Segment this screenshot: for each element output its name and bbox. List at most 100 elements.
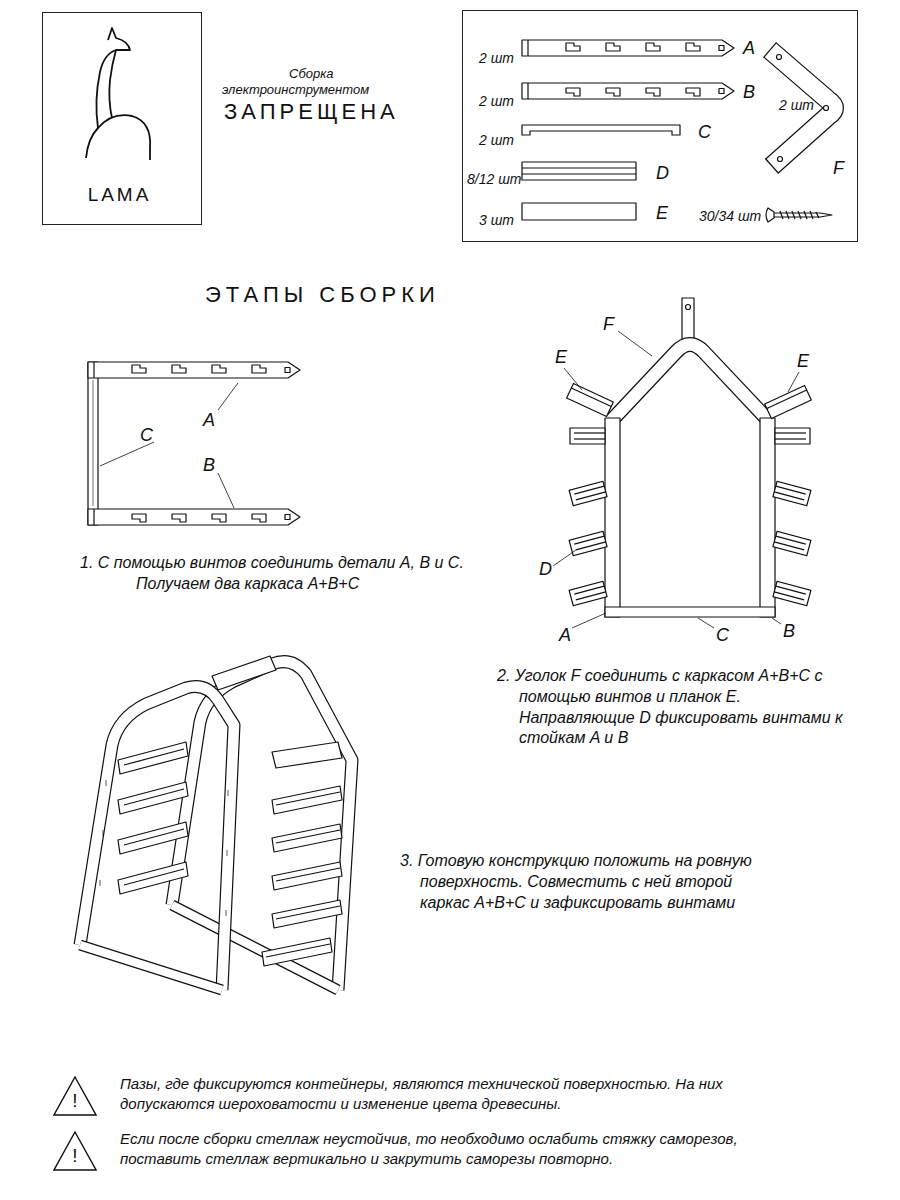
- step2-frame: [775, 432, 806, 433]
- part-letter: F: [603, 313, 614, 336]
- step3-assembly: [172, 662, 352, 990]
- part-f-drawing: [770, 50, 834, 166]
- part-letter: C: [140, 424, 153, 447]
- step1-frame: [93, 380, 94, 506]
- part-e-drawing: [522, 203, 636, 220]
- text-holder: E: [555, 346, 567, 369]
- step2-frame: [569, 581, 607, 606]
- leader-line: [218, 383, 238, 410]
- step2-frame: [774, 592, 804, 600]
- leader-line: [772, 618, 781, 624]
- step2-frame: [576, 492, 606, 500]
- step3-assembly: [272, 862, 342, 890]
- quantity: 2 шт: [779, 96, 814, 114]
- quantity: 2 шт: [479, 131, 514, 149]
- step1-frame: [88, 362, 300, 525]
- step2-frame: [612, 345, 768, 421]
- screw-drawing: [766, 208, 774, 222]
- step2-frame: [569, 481, 607, 506]
- leader-line: [100, 383, 238, 508]
- text-holder: D: [656, 162, 669, 185]
- step3-assembly: [276, 830, 340, 843]
- text-holder: F: [833, 157, 844, 180]
- part-d-drawing: [522, 162, 636, 180]
- title-holder: ЭТАПЫ СБОРКИ: [205, 281, 440, 310]
- part-f-drawing: [765, 159, 778, 174]
- step3-assembly: [272, 824, 342, 852]
- step2-frame: [773, 581, 811, 606]
- part-letter: E: [656, 202, 668, 225]
- step2-frame: [569, 581, 607, 606]
- step2-frame: [574, 438, 605, 439]
- text-holder: B: [783, 620, 795, 643]
- text-holder: 2. Уголок F соединить с каркасом A+B+C с…: [497, 666, 847, 749]
- warning-mark: !: [53, 1144, 97, 1169]
- step2-frame: [765, 385, 812, 418]
- text-holder: 2 шт: [479, 49, 514, 67]
- part-f-drawing: [770, 50, 834, 166]
- text-holder: !: [53, 1089, 97, 1114]
- part-f-drawing: [777, 55, 782, 60]
- text-holder: A: [559, 624, 571, 647]
- step2-frame: [569, 531, 607, 556]
- step2-frame: [567, 383, 614, 416]
- step2-frame: [773, 531, 811, 556]
- step2-frame: [774, 492, 804, 500]
- step3-assembly: [124, 789, 184, 805]
- step-text: 2. Уголок F соединить с каркасом A+B+C с…: [497, 666, 847, 749]
- part-f-drawing: [764, 42, 835, 173]
- logo-box: LAMA: [42, 12, 202, 225]
- part-f-drawing: [778, 157, 783, 162]
- step2-frame: [767, 390, 807, 409]
- quantity: 2 шт: [479, 92, 514, 110]
- brand-name: LAMA: [43, 183, 196, 208]
- step3-assembly: [266, 944, 330, 957]
- text-holder: 8/12 шт: [467, 170, 521, 188]
- step3-assembly: [272, 786, 342, 814]
- llama-logo: [98, 115, 150, 160]
- text-holder: 30/34 шт: [699, 207, 761, 225]
- leader-line: [564, 368, 582, 390]
- part-a-drawing: [522, 40, 734, 56]
- screw-drawing: [774, 213, 832, 217]
- step-text: 3. Готовую конструкцию положить на ровну…: [400, 851, 780, 913]
- step2-frame: [569, 531, 607, 556]
- step3-assembly: [272, 900, 342, 928]
- warning-triangle: !: [53, 1076, 97, 1116]
- step2-frame: [773, 481, 811, 506]
- step3-assembly: [118, 862, 188, 894]
- page-title: ЭТАПЫ СБОРКИ: [205, 281, 440, 310]
- step2-frame: [773, 581, 811, 606]
- text-holder: C: [698, 121, 711, 144]
- text-holder: E: [797, 350, 809, 373]
- text-holder: C: [140, 424, 153, 447]
- quantity: 2 шт: [479, 49, 514, 67]
- step3-assembly: [212, 656, 276, 690]
- step2-frame: [773, 481, 811, 506]
- text-holder: A: [743, 37, 755, 60]
- step2-frame: [569, 481, 607, 506]
- part-c-drawing: [522, 125, 680, 135]
- step3-assembly: [118, 742, 188, 774]
- part-letter: C: [698, 121, 711, 144]
- step3-assembly: [80, 656, 352, 990]
- part-letter: C: [716, 624, 729, 647]
- leader-line: [218, 473, 234, 508]
- step3-assembly: [276, 868, 340, 881]
- text-holder: A: [203, 409, 215, 432]
- text-holder: 3. Готовую конструкцию положить на ровну…: [400, 851, 780, 913]
- part-letter: A: [203, 409, 215, 432]
- text-holder: Пазы, где фиксируются контейнеры, являют…: [120, 1074, 760, 1113]
- text-holder: B: [203, 454, 215, 477]
- llama-logo: [86, 28, 130, 158]
- step2-frame: [571, 388, 611, 407]
- text-holder: B: [743, 81, 755, 104]
- step2-frame: [775, 428, 810, 444]
- step2-frame: [570, 428, 605, 444]
- leader-line: [618, 331, 652, 356]
- part-f-drawing: [764, 42, 777, 57]
- screw-drawing: [780, 211, 819, 219]
- note-text: Пазы, где фиксируются контейнеры, являют…: [120, 1074, 760, 1113]
